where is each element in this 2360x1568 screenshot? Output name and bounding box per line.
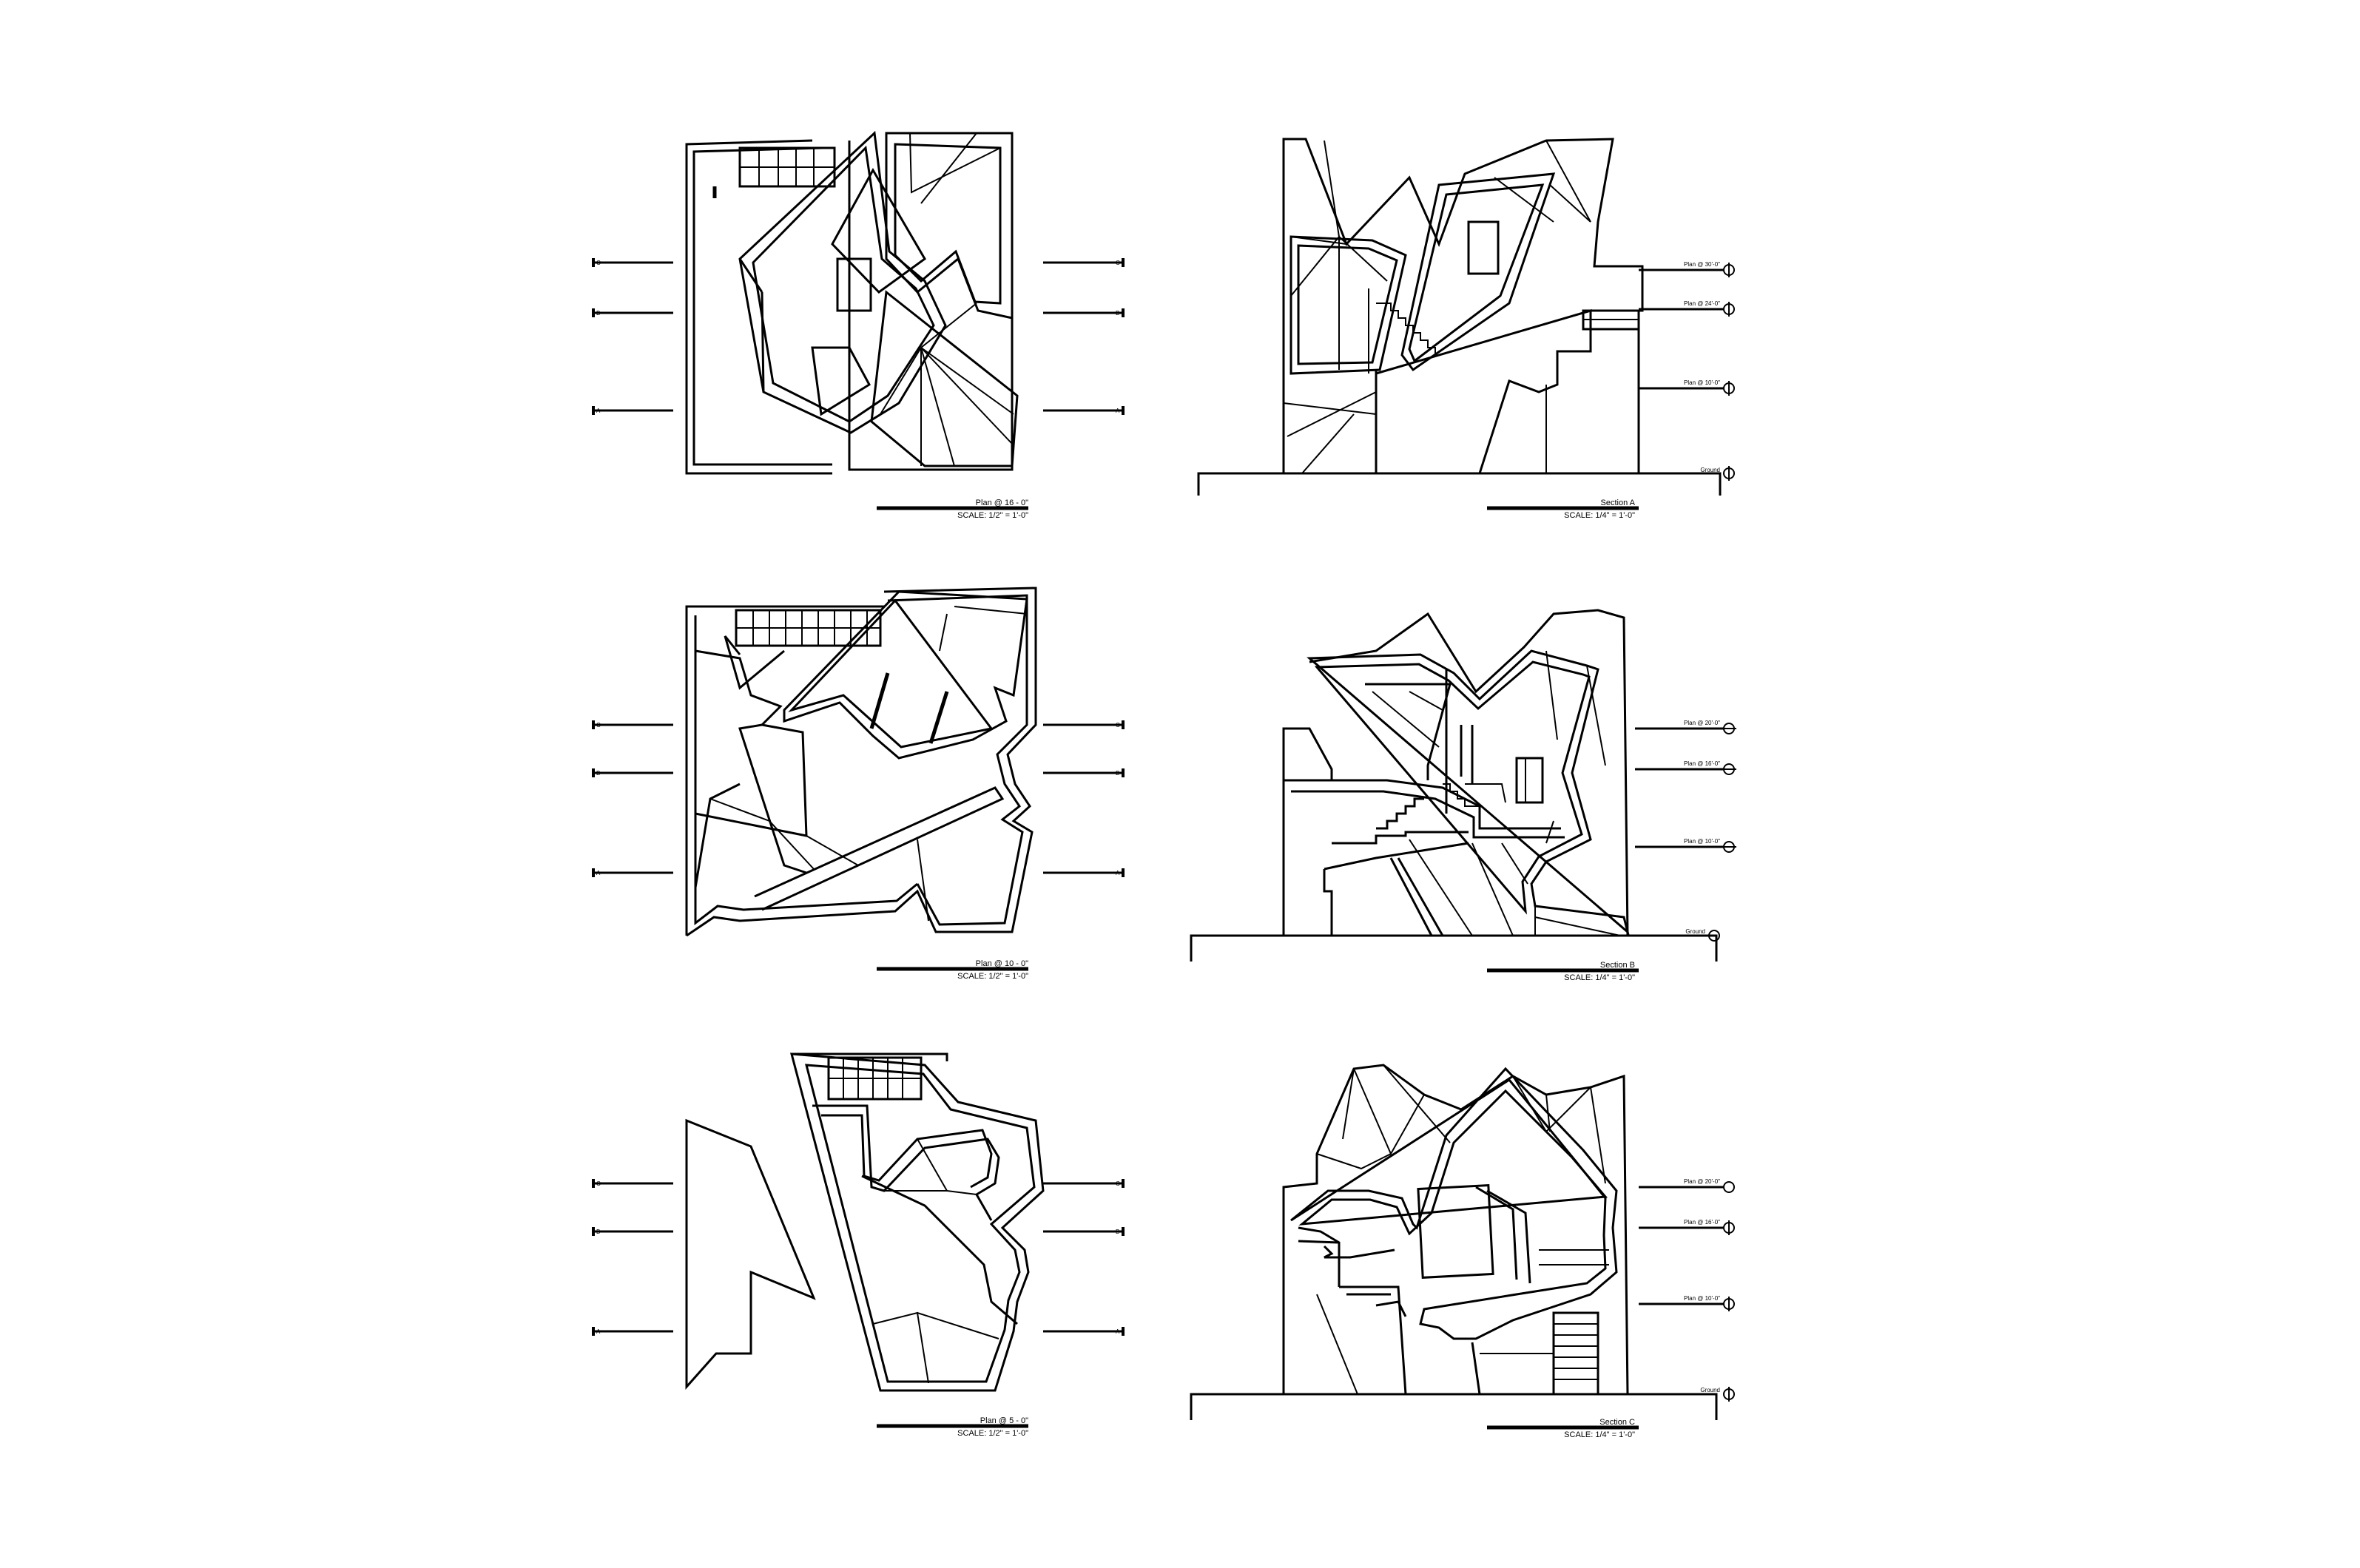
section-b-drawing	[1190, 609, 1736, 973]
plan-10-cut-b-right: B	[1116, 770, 1119, 777]
section-a-scale: SCALE: 1/4" = 1'-0"	[1564, 511, 1635, 520]
plan-10-cut-c-right: C	[1116, 722, 1120, 729]
plan-16-cut-a-left: A	[596, 408, 601, 414]
plan-16-drawing	[592, 130, 1125, 510]
plan-16-title: Plan @ 16 - 0"	[976, 499, 1028, 507]
section-c-level-1: Plan @ 20'-0"	[1684, 1178, 1720, 1185]
section-a-level-ground: Ground	[1700, 467, 1720, 473]
section-c-level-3: Plan @ 10'-0"	[1684, 1295, 1720, 1302]
plan-5-cut-c-left: C	[596, 1180, 601, 1187]
section-c-drawing	[1190, 1064, 1735, 1430]
plan-5-cut-b-left: B	[596, 1229, 600, 1235]
plan-5-cut-b-right: B	[1116, 1229, 1119, 1235]
plan-16-cut-a-right: A	[1116, 408, 1120, 414]
section-c-scale: SCALE: 1/4" = 1'-0"	[1564, 1430, 1635, 1439]
plan-5-drawing	[592, 1052, 1125, 1428]
plan-10-cut-a-right: A	[1116, 870, 1120, 876]
section-b-level-1: Plan @ 20'-0"	[1684, 720, 1720, 726]
section-b-title: Section B	[1600, 961, 1635, 970]
section-a-drawing	[1197, 138, 1735, 510]
plan-5-title: Plan @ 5 - 0"	[980, 1416, 1028, 1425]
plan-16-scale: SCALE: 1/2" = 1'-0"	[957, 511, 1028, 520]
section-a-level-1: Plan @ 30'-0"	[1684, 261, 1720, 268]
plan-16-cut-c-right: C	[1116, 260, 1120, 266]
plan-10-cut-a-left: A	[596, 870, 601, 876]
plan-10-drawing	[592, 587, 1125, 971]
plan-10-scale: SCALE: 1/2" = 1'-0"	[957, 972, 1028, 981]
section-c-title: Section C	[1599, 1418, 1635, 1427]
section-b-level-3: Plan @ 10'-0"	[1684, 838, 1720, 845]
section-c-level-ground: Ground	[1700, 1387, 1720, 1393]
plan-16-cut-b-left: B	[596, 310, 600, 317]
section-b-level-ground: Ground	[1685, 928, 1705, 935]
plan-16-cut-c-left: C	[596, 260, 601, 266]
section-a-title: Section A	[1601, 499, 1636, 507]
plan-5-scale: SCALE: 1/2" = 1'-0"	[957, 1429, 1028, 1438]
section-b-scale: SCALE: 1/4" = 1'-0"	[1564, 973, 1635, 982]
plan-5-cut-a-left: A	[596, 1328, 601, 1335]
plan-16-cut-b-right: B	[1116, 310, 1119, 317]
plan-10-cut-b-left: B	[596, 770, 600, 777]
plan-5-cut-a-right: A	[1116, 1328, 1120, 1335]
section-c-level-2: Plan @ 16'-0"	[1684, 1219, 1720, 1226]
plan-5-cut-c-right: C	[1116, 1180, 1120, 1187]
section-a-level-2: Plan @ 24'-0"	[1684, 300, 1720, 307]
plan-10-title: Plan @ 10 - 0"	[976, 959, 1028, 968]
plan-10-cut-c-left: C	[596, 722, 601, 729]
section-a-level-3: Plan @ 10'-0"	[1684, 379, 1720, 386]
section-b-level-2: Plan @ 16'-0"	[1684, 760, 1720, 767]
